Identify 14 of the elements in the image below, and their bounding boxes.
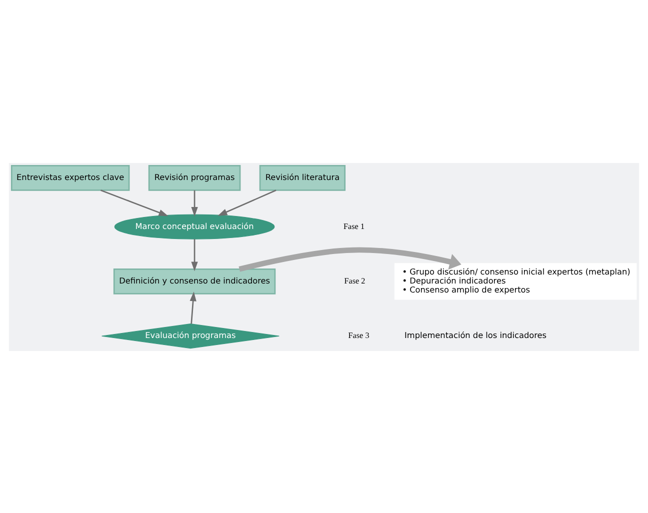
arrow [191, 238, 198, 271]
arrow [238, 246, 462, 272]
node-box: Revisión programas [148, 164, 241, 190]
arrow [100, 189, 168, 216]
node-box: Definición y consenso de indicadores [113, 268, 276, 294]
node-box: Revisión literatura [259, 164, 346, 190]
node-ellipse: Marco conceptual evaluación [114, 214, 275, 239]
arrow [191, 190, 198, 216]
arrow [190, 291, 196, 324]
arrow [218, 189, 276, 216]
node-text: Implementación de los indicadores [404, 330, 546, 340]
node-box: • Grupo discusión/ consenso inicial expertos (metaplan) • Depuración indicadores • Consenso amplio de expertos [394, 262, 637, 300]
node-diamond: Evaluación programas [101, 323, 280, 348]
node-box: Entrevistas expertos clave [10, 164, 130, 190]
